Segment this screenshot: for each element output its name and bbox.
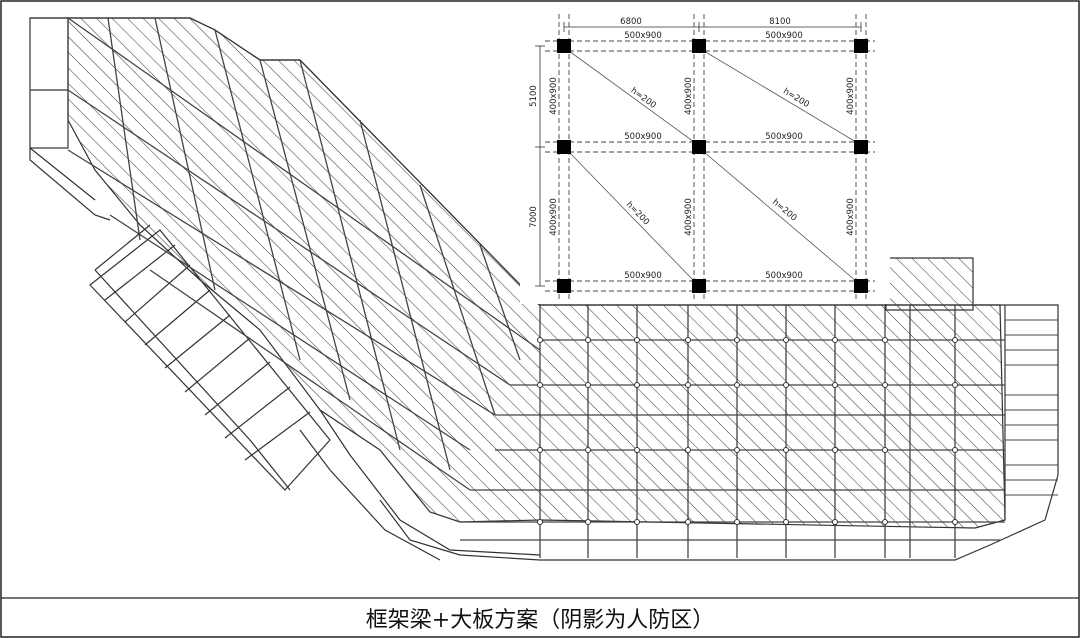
beam-label: 400x900 <box>684 198 694 235</box>
beam-label: 500x900 <box>624 31 661 41</box>
civil-defense-zone-tower <box>885 257 974 311</box>
beam-label: 400x900 <box>684 77 694 114</box>
beam-label: 500x900 <box>624 271 661 281</box>
span-label: 6800 <box>620 17 642 27</box>
bay-label: 7000 <box>529 206 539 228</box>
beam-label: 500x900 <box>765 31 802 41</box>
columns <box>557 39 868 293</box>
beam-label: 400x900 <box>846 198 856 235</box>
beam-label: 400x900 <box>549 198 559 235</box>
span-label: 8100 <box>769 17 791 27</box>
beam-label: 400x900 <box>549 77 559 114</box>
beam-label: 500x900 <box>765 132 802 142</box>
building-plan <box>29 17 1059 561</box>
drawing-caption: 框架梁+大板方案（阴影为人防区） <box>365 608 715 633</box>
beam-label: 500x900 <box>624 132 661 142</box>
bay-label: 5100 <box>529 85 539 107</box>
framing-detail: 6800 8100 5100 7000 500x900 500x900 500x… <box>520 8 890 304</box>
beam-label: 500x900 <box>765 271 802 281</box>
beam-label: 400x900 <box>846 77 856 114</box>
